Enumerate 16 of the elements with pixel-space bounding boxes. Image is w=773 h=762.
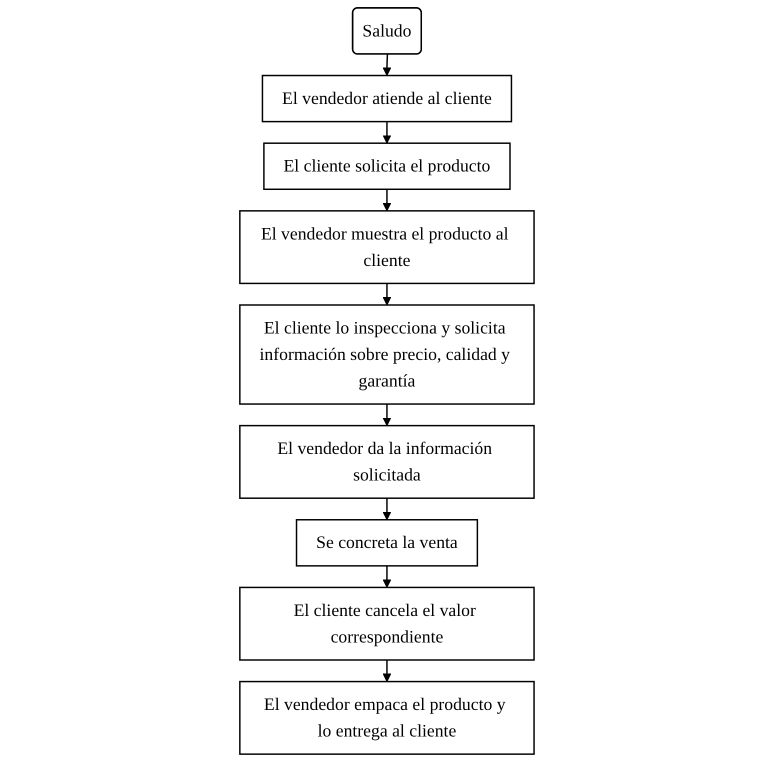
node-box: El cliente lo inspecciona y solicita información sobre precio, calidad y garantía xyxy=(238,304,534,405)
arrow xyxy=(382,122,391,144)
arrow xyxy=(382,660,391,682)
node-box: El vendedor empaca el producto y lo entrega al cliente xyxy=(238,680,534,755)
arrow xyxy=(382,566,391,588)
arrow xyxy=(382,189,391,212)
node-box: Se concreta la venta xyxy=(295,519,478,567)
node-box: El vendedor atiende al cliente xyxy=(261,74,512,122)
arrow xyxy=(382,283,391,306)
arrow xyxy=(382,498,391,520)
node-box: El vendedor da la información solicitada xyxy=(238,424,534,499)
node-box: El vendedor muestra el producto al cliente xyxy=(238,210,534,284)
arrow xyxy=(382,54,391,76)
node-box: El cliente solicita el producto xyxy=(262,142,510,190)
arrow xyxy=(382,404,391,426)
node-box: El cliente cancela el valor correspondiente xyxy=(238,586,534,661)
